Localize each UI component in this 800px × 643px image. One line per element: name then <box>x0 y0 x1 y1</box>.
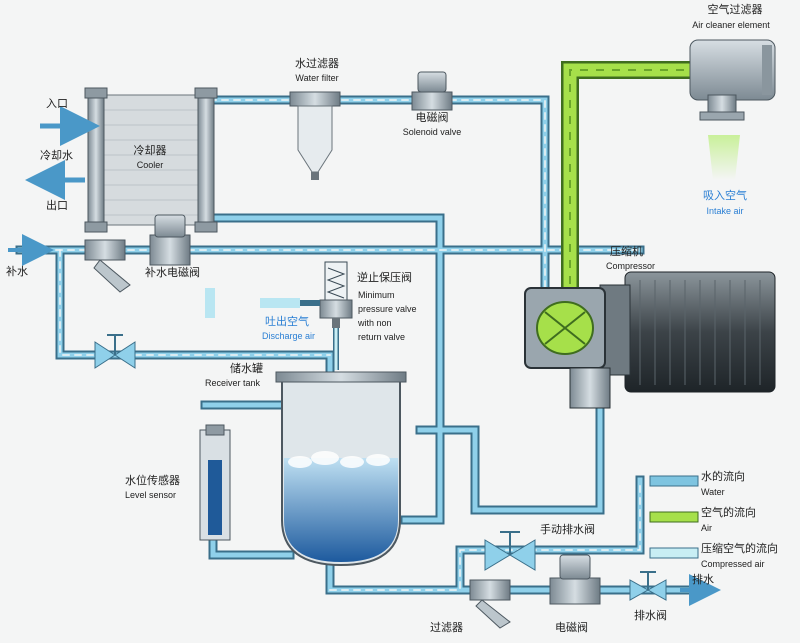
min-pressure-valve-label-zh: 逆止保压阀 <box>357 272 412 284</box>
makeup-solenoid-label: 补水电磁阀 <box>145 267 200 279</box>
min-pressure-valve-line-4: return valve <box>358 332 406 342</box>
manual-drain-valve-graphic <box>484 531 536 571</box>
intake-air-label-zh: 吸入空气 <box>703 190 747 202</box>
drain-label: 排水 <box>692 574 714 586</box>
solenoid-valve-top-graphic <box>411 71 453 111</box>
solenoid-bottom-label: 电磁阀 <box>555 622 588 634</box>
legend-air-en: Air <box>701 523 712 533</box>
water-filter-label-en: Water filter <box>295 73 339 83</box>
receiver-tank-label-en: Receiver tank <box>205 378 261 388</box>
water-filter-label-zh: 水过滤器 <box>295 58 339 70</box>
min-pressure-valve-line-1: Minimum <box>358 290 395 300</box>
bypass-valve-graphic <box>94 334 136 369</box>
air-cleaner-label-zh: 空气过滤器 <box>707 4 763 16</box>
discharge-air-graphic <box>205 288 300 318</box>
discharge-air-label-en: Discharge air <box>262 331 316 341</box>
cooler-label-zh: 冷却器 <box>133 145 167 157</box>
water-filter-graphic <box>289 91 341 180</box>
legend-swatches <box>649 475 699 559</box>
drain-valve-label: 排水阀 <box>634 610 667 622</box>
makeup-water-label: 补水 <box>6 266 28 278</box>
cooling-water-arrows <box>8 106 721 606</box>
outlet-label: 出口 <box>46 200 68 212</box>
receiver-tank-graphic <box>275 371 407 567</box>
legend-compressed-zh: 压缩空气的流向 <box>701 543 778 555</box>
inlet-label: 入口 <box>46 98 68 110</box>
cooler-label-en: Cooler <box>136 160 164 170</box>
legend-compressed-en: Compressed air <box>701 559 765 569</box>
level-sensor-label-zh: 水位传感器 <box>125 475 180 487</box>
level-sensor-label-en: Level sensor <box>125 490 177 500</box>
legend-air-zh: 空气的流向 <box>701 507 756 519</box>
min-pressure-valve-graphic <box>300 261 353 370</box>
compressor-label-en: Compressor <box>606 261 656 271</box>
discharge-air-label-zh: 吐出空气 <box>265 316 309 328</box>
legend-water-en: Water <box>701 487 725 497</box>
air-cleaner-graphic <box>689 39 776 180</box>
makeup-units-graphic <box>84 214 191 293</box>
legend-water-zh: 水的流向 <box>701 471 745 483</box>
compressor-graphic <box>524 271 776 409</box>
air-cleaner-label-en: Air cleaner element <box>692 20 770 30</box>
cooling-water-label: 冷却水 <box>40 150 73 162</box>
cooler-graphic <box>84 87 218 233</box>
solenoid-top-label-en: Solenoid valve <box>402 127 462 137</box>
intake-air-label-en: Intake air <box>706 206 744 216</box>
manual-drain-label: 手动排水阀 <box>540 524 595 536</box>
receiver-tank-label-zh: 储水罐 <box>230 363 263 375</box>
solenoid-top-label-zh: 电磁阀 <box>415 112 449 124</box>
compressor-label-zh: 压缩机 <box>610 246 643 258</box>
min-pressure-valve-line-2: pressure valve <box>358 304 417 314</box>
filter-bottom-label: 过滤器 <box>430 622 463 634</box>
air-pipe <box>561 61 700 300</box>
bottom-units-graphic <box>469 554 667 629</box>
min-pressure-valve-line-3: with non <box>358 318 392 328</box>
level-sensor-graphic <box>199 424 231 541</box>
